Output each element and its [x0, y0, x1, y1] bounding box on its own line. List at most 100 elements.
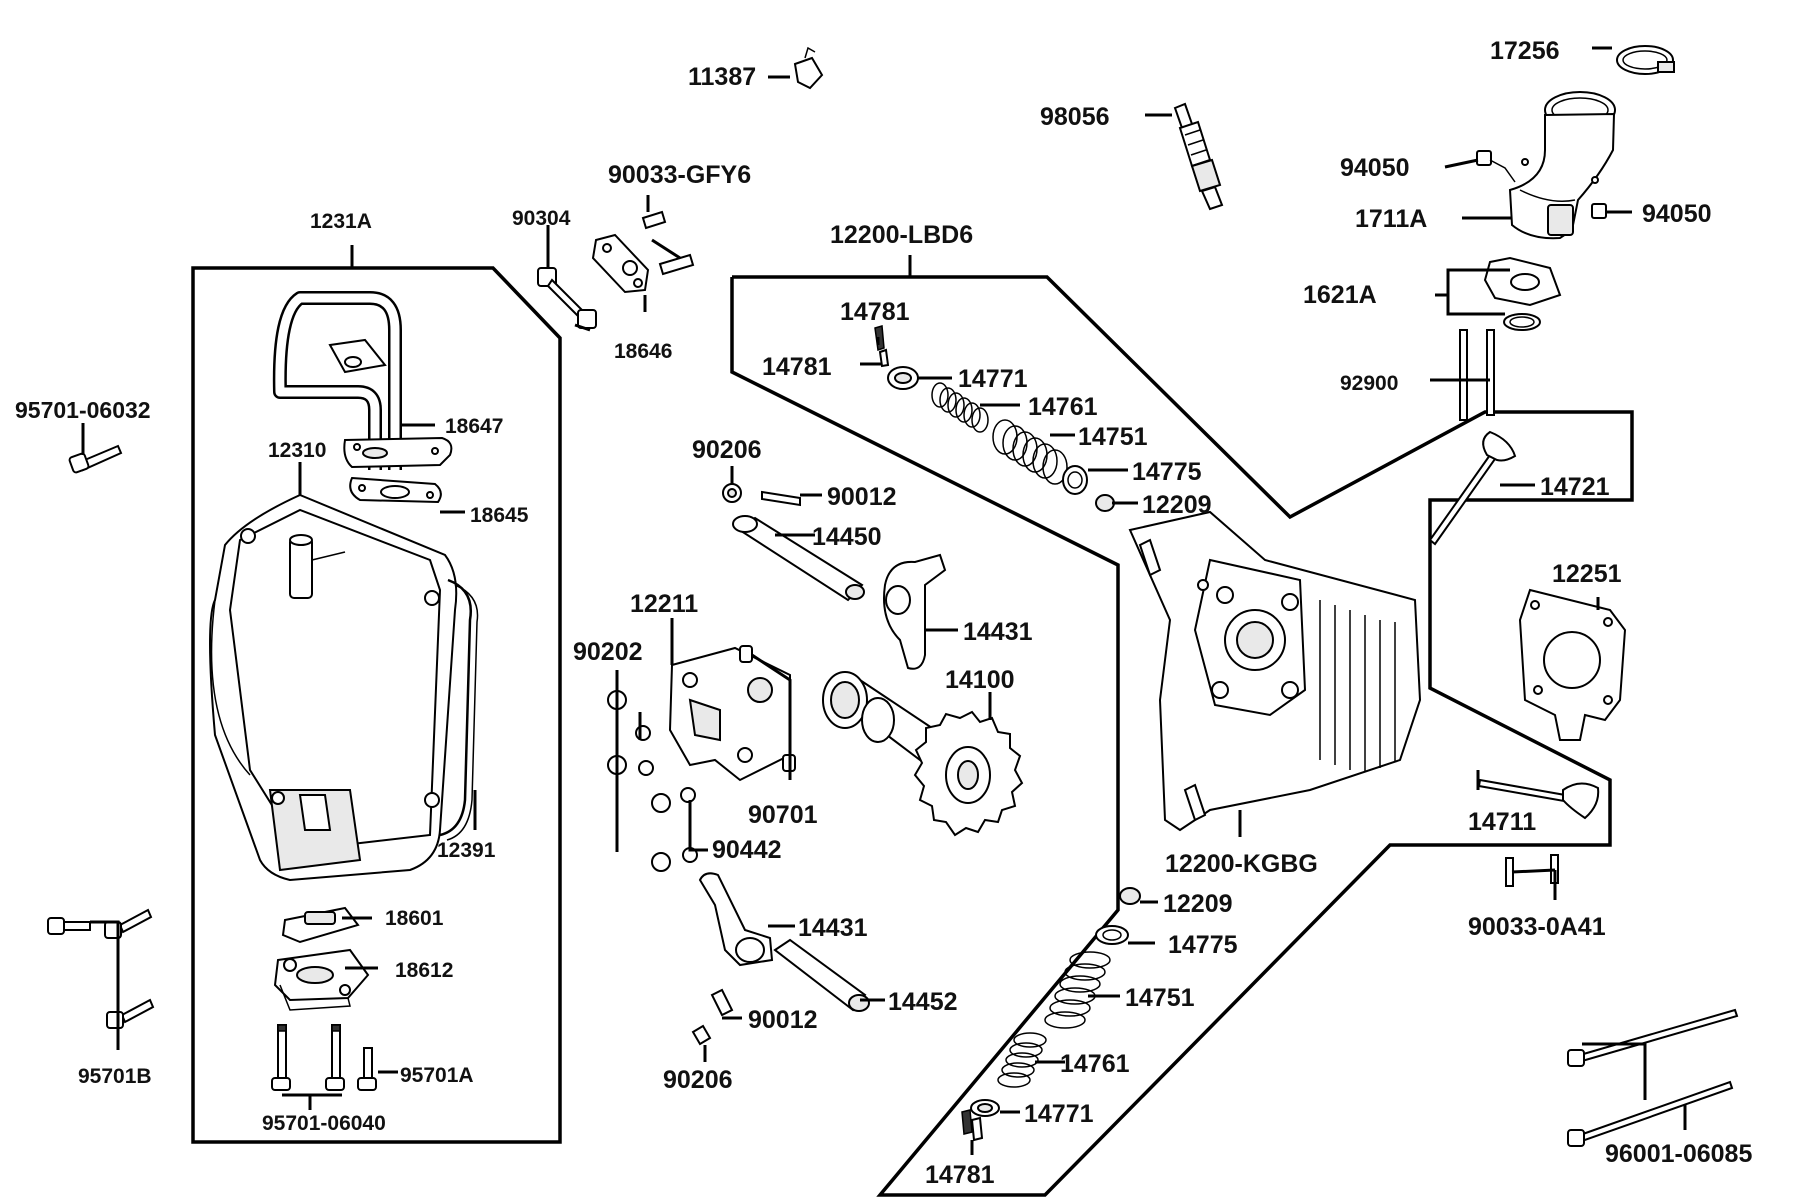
label-14721: 14721: [1540, 473, 1610, 501]
head-gasket: [1518, 588, 1627, 741]
label-95701-06040: 95701-06040: [262, 1112, 386, 1135]
label-14761-top: 14761: [1028, 393, 1098, 421]
label-1711a: 1711A: [1355, 205, 1427, 233]
label-14751-bot: 14751: [1125, 984, 1195, 1012]
label-12391: 12391: [437, 839, 496, 862]
label-92900: 92900: [1340, 372, 1398, 395]
rocker-arm-top: [883, 553, 947, 670]
bolts-95701-06040: [271, 1024, 345, 1091]
label-90701: 90701: [748, 801, 818, 829]
spark-plug: [1173, 102, 1224, 211]
label-14431-bot: 14431: [798, 914, 868, 942]
clamp-17256: [1616, 45, 1675, 75]
part-labels: 11387 90033-GFY6 90304 18646 98056 17256…: [15, 37, 1752, 1189]
seal-top: [1095, 494, 1115, 512]
label-14751-top: 14751: [1078, 423, 1148, 451]
screw-90012-top: [761, 490, 801, 507]
label-1231a: 1231A: [310, 210, 372, 233]
label-12211: 12211: [630, 590, 698, 618]
label-90206-bot: 90206: [663, 1066, 733, 1094]
valve-keeper-top: [874, 325, 890, 368]
cylinder-head: [1128, 510, 1422, 832]
label-96001-06085: 96001-06085: [1605, 1140, 1752, 1168]
label-14781-top: 14781: [840, 298, 910, 326]
label-17256: 17256: [1490, 37, 1560, 65]
retainer-bottom: [970, 1099, 1000, 1117]
label-98056: 98056: [1040, 103, 1110, 131]
bolt-90206-bot: [691, 1024, 712, 1046]
breather-pipe: [272, 291, 453, 470]
label-12209-bot: 12209: [1163, 890, 1233, 918]
label-12251: 12251: [1552, 560, 1622, 588]
label-90033-gfy6: 90033-GFY6: [608, 161, 751, 189]
leader-lines: [81, 46, 1687, 1155]
label-95701b: 95701B: [78, 1065, 152, 1088]
label-12200-lbd6: 12200-LBD6: [830, 221, 973, 249]
label-18645: 18645: [470, 504, 529, 527]
spring-seat-top: [1062, 465, 1088, 495]
label-14452: 14452: [888, 988, 958, 1016]
studs-90033-gfy6: [641, 210, 695, 276]
label-18647: 18647: [445, 415, 503, 438]
label-90442: 90442: [712, 836, 782, 864]
spring-seat-bottom: [1095, 925, 1129, 945]
valve-keeper-bottom: [961, 1109, 984, 1142]
label-14781-bot: 14781: [925, 1161, 995, 1189]
label-90202: 90202: [573, 638, 643, 666]
label-94050-right: 94050: [1642, 200, 1712, 228]
clip-11387: [793, 46, 824, 90]
label-90033-0a41: 90033-0A41: [1468, 913, 1606, 941]
rocker-shaft-14450: [732, 515, 865, 602]
label-11387: 11387: [688, 63, 756, 91]
label-95701-06032: 95701-06032: [15, 397, 151, 423]
label-18612: 18612: [395, 959, 453, 982]
inner-spring-top: [931, 382, 989, 433]
label-12200-kgbg: 12200-KGBG: [1165, 850, 1318, 878]
label-14775-bot: 14775: [1168, 931, 1238, 959]
label-18646: 18646: [614, 340, 672, 363]
outer-spring-bottom: [1044, 951, 1111, 1029]
bolt-90206-top: [722, 483, 742, 503]
camshaft-group-outline: [730, 275, 1634, 1197]
outer-spring-top: [992, 419, 1068, 485]
reed-body: [273, 948, 370, 1011]
label-90012-bot: 90012: [748, 1006, 818, 1034]
gasket-18646: [591, 233, 650, 294]
label-90304: 90304: [512, 207, 571, 230]
valve-cover: [209, 493, 458, 882]
exhaust-valve: [1428, 430, 1517, 546]
label-90206-top: 90206: [692, 436, 762, 464]
seal-bottom: [1119, 887, 1141, 905]
label-95701a: 95701A: [400, 1064, 474, 1087]
label-14711: 14711: [1468, 808, 1536, 836]
label-90012-top: 90012: [827, 483, 897, 511]
label-14771-bot: 14771: [1024, 1100, 1094, 1128]
studs-92900: [1459, 329, 1495, 421]
breather-gasket: [349, 476, 442, 504]
intake-manifold: [1508, 91, 1616, 240]
label-14450: 14450: [812, 523, 882, 551]
nuts-90202: [607, 690, 671, 872]
bolt-95701-06032: [68, 444, 123, 474]
label-14100: 14100: [945, 666, 1015, 694]
label-14771-top: 14771: [958, 365, 1028, 393]
bolt-95701a: [357, 1047, 377, 1091]
label-14775-top: 14775: [1132, 458, 1202, 486]
reed-plate: [281, 906, 360, 944]
inner-spring-bottom: [997, 1032, 1047, 1088]
label-14761-bot: 14761: [1060, 1050, 1130, 1078]
label-94050-left: 94050: [1340, 154, 1410, 182]
retainer-top: [887, 366, 919, 390]
camshaft-sprocket: [822, 671, 1024, 837]
label-14781-mid: 14781: [762, 353, 832, 381]
bolts-95701b: [47, 908, 155, 1029]
rocker-shaft-14452: [773, 938, 870, 1012]
label-18601: 18601: [385, 907, 444, 930]
camshaft-holder: [668, 646, 791, 782]
label-1621a: 1621A: [1303, 281, 1377, 309]
rocker-arm-bottom: [698, 872, 774, 967]
valve-cover-group-outline: [191, 266, 562, 1144]
bolt-90304: [537, 267, 597, 329]
label-14431-top: 14431: [963, 618, 1033, 646]
